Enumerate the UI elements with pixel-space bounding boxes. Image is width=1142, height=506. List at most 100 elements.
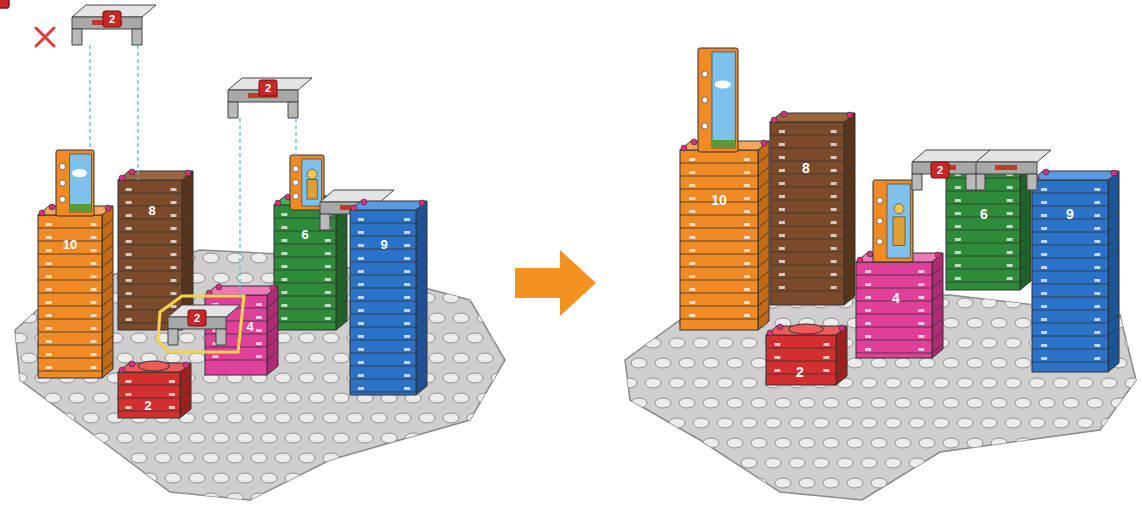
- layer-line: [758, 193, 769, 202]
- layer-line: [844, 191, 855, 200]
- layer-slot: [1094, 279, 1100, 282]
- layer-slot: [212, 355, 218, 358]
- plate-hole: [299, 493, 315, 503]
- plate-hole: [285, 433, 301, 443]
- layer-line: [932, 305, 943, 314]
- layer-slot: [918, 270, 924, 273]
- layer-line: [770, 226, 844, 227]
- layer-line: [1032, 362, 1108, 363]
- layer-slot: [1094, 344, 1100, 347]
- layer-line: [182, 184, 193, 193]
- plate-hole: [631, 438, 647, 448]
- layer-line: [1020, 208, 1031, 217]
- layer-line: [770, 291, 844, 292]
- layer-line: [350, 327, 416, 328]
- layer-line: [102, 232, 113, 241]
- plate-hole: [727, 438, 743, 448]
- layer-line: [350, 275, 416, 276]
- plate-hole: [895, 358, 911, 368]
- plate-hole: [967, 398, 983, 408]
- layer-line: [118, 297, 182, 298]
- layer-line: [38, 228, 102, 229]
- layer-line: [274, 257, 336, 258]
- layer-slot: [779, 156, 785, 159]
- layer-line: [1108, 301, 1119, 310]
- plate-hole: [933, 418, 949, 428]
- layer-line: [274, 309, 336, 310]
- layer-slot: [46, 249, 52, 252]
- plate-hole: [1063, 438, 1079, 448]
- card-hole: [59, 197, 65, 203]
- plate-hole: [813, 418, 829, 428]
- layer-slot: [865, 335, 871, 338]
- plate-hole: [59, 453, 75, 463]
- tower-number: 6: [301, 228, 308, 241]
- plate-hole: [837, 458, 853, 468]
- plate-hole: [443, 373, 459, 383]
- layer-slot: [689, 301, 695, 304]
- layer-slot: [1041, 279, 1047, 282]
- layer-slot: [1094, 305, 1100, 308]
- plate-hole: [453, 313, 469, 323]
- plate-hole: [703, 478, 719, 488]
- plate-hole: [895, 478, 911, 488]
- plate-hole: [467, 453, 483, 463]
- layer-line: [946, 191, 1020, 192]
- layer-slot: [1094, 292, 1100, 295]
- plate-hole: [991, 438, 1007, 448]
- layer-line: [1108, 197, 1119, 206]
- plate-hole: [645, 458, 661, 468]
- layer-line: [350, 366, 416, 367]
- layer-slot: [170, 201, 176, 204]
- layer-line: [350, 392, 416, 393]
- plate-hole: [93, 433, 109, 443]
- layer-slot: [1041, 188, 1047, 191]
- corner-peg: [119, 367, 125, 373]
- plate-hole: [645, 338, 661, 348]
- layer-line: [844, 269, 855, 278]
- layer-line: [102, 297, 113, 306]
- plate-hole: [847, 398, 863, 408]
- plate-hole: [491, 413, 507, 423]
- layer-line: [38, 293, 102, 294]
- bridge-stripe: [995, 165, 1017, 170]
- layer-line: [336, 300, 347, 309]
- layer-slot: [404, 270, 410, 273]
- card-figure: [307, 180, 317, 199]
- layer-slot: [170, 279, 176, 282]
- layer-slot: [325, 252, 331, 255]
- plate-hole: [309, 353, 325, 363]
- plate-hole: [213, 393, 229, 403]
- layer-line: [416, 344, 427, 353]
- layer-line: [416, 266, 427, 275]
- plate-hole: [621, 378, 637, 388]
- layer-slot: [325, 239, 331, 242]
- layer-slot: [955, 199, 961, 202]
- plate-hole: [347, 493, 363, 503]
- card-picture: [69, 154, 91, 212]
- plate-hole: [429, 273, 445, 283]
- corner-peg: [49, 204, 55, 210]
- plate-hole: [227, 453, 243, 463]
- layer-slot: [170, 188, 176, 191]
- layer-slot: [325, 317, 331, 320]
- plate-hole: [655, 398, 671, 408]
- layer-line: [416, 318, 427, 327]
- layer-slot: [358, 218, 364, 221]
- plate-hole: [943, 318, 959, 328]
- part-number: 2: [194, 313, 200, 324]
- card-frame: [873, 180, 913, 262]
- plate-hole: [679, 398, 695, 408]
- plate-hole: [131, 333, 147, 343]
- layer-line: [416, 240, 427, 249]
- card-figure: [307, 169, 317, 179]
- plate-hole: [1053, 378, 1069, 388]
- plate-hole: [11, 253, 27, 263]
- layer-line: [118, 258, 182, 259]
- layer-slot: [358, 322, 364, 325]
- tower-front: [1032, 180, 1108, 372]
- layer-line: [758, 206, 769, 215]
- layer-slot: [744, 275, 750, 278]
- layer-slot: [325, 304, 331, 307]
- layer-slot: [404, 283, 410, 286]
